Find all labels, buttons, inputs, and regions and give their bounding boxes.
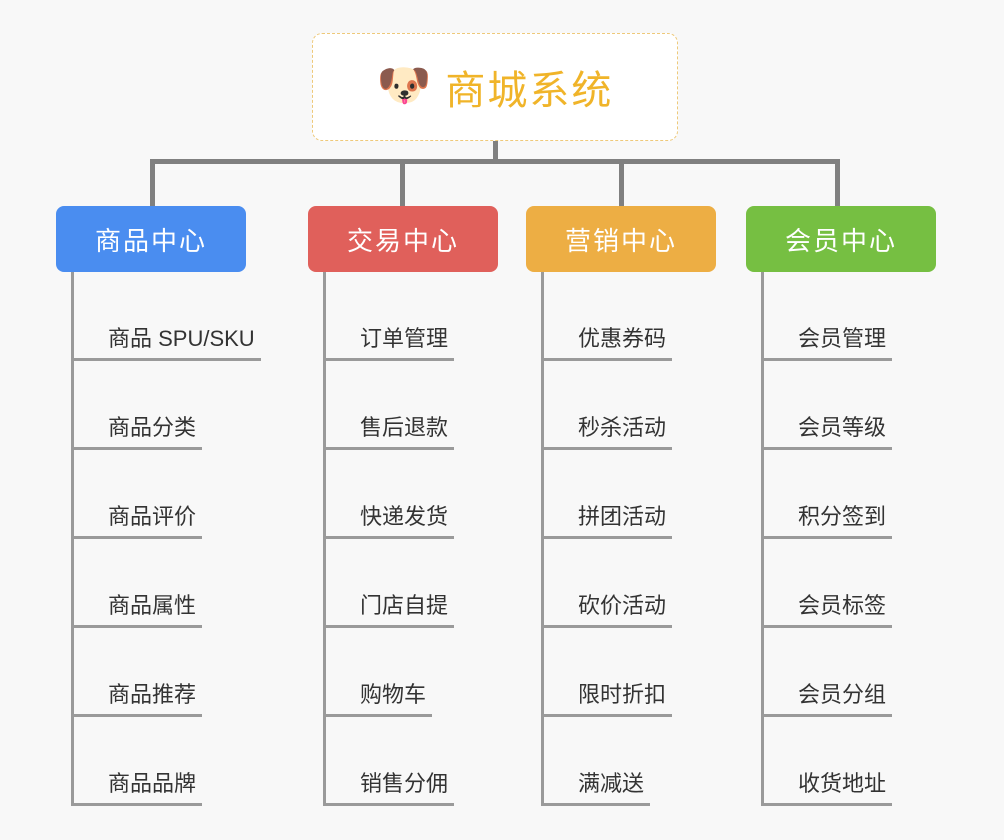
leaf-item[interactable]: 收货地址 (764, 717, 936, 806)
leaf-list-product: 商品 SPU/SKU 商品分类 商品评价 商品属性 商品推荐 商品品牌 (71, 272, 261, 806)
leaf-label: 砍价活动 (572, 592, 673, 628)
connector-drop-2 (400, 159, 405, 206)
leaf-list-marketing: 优惠券码 秒杀活动 拼团活动 砍价活动 限时折扣 满减送 (541, 272, 716, 806)
leaf-label: 会员分组 (792, 681, 893, 717)
leaf-item[interactable]: 会员等级 (764, 361, 936, 450)
leaf-item[interactable]: 限时折扣 (544, 628, 716, 717)
leaf-label: 优惠券码 (572, 325, 673, 361)
leaf-item[interactable]: 销售分佣 (326, 717, 498, 806)
leaf-label: 商品分类 (102, 414, 203, 450)
leaf-item[interactable]: 会员标签 (764, 539, 936, 628)
leaf-label: 收货地址 (792, 770, 893, 806)
category-label: 交易中心 (346, 225, 459, 256)
leaf-label: 商品 SPU/SKU (102, 325, 261, 361)
category-label: 会员中心 (784, 225, 897, 256)
connector-bus (150, 159, 840, 164)
leaf-item[interactable]: 拼团活动 (544, 450, 716, 539)
leaf-label: 会员管理 (792, 325, 893, 361)
leaf-item[interactable]: 快递发货 (326, 450, 498, 539)
connector-drop-4 (835, 159, 840, 206)
leaf-item[interactable]: 满减送 (544, 717, 716, 806)
leaf-label: 满减送 (572, 770, 651, 806)
leaf-label: 会员等级 (792, 414, 893, 450)
category-label: 商品中心 (94, 225, 207, 256)
leaf-label: 售后退款 (354, 414, 455, 450)
category-column-marketing: 营销中心 优惠券码 秒杀活动 拼团活动 砍价活动 限时折扣 满减送 (526, 206, 716, 806)
category-column-member: 会员中心 会员管理 会员等级 积分签到 会员标签 会员分组 收货地址 (746, 206, 936, 806)
connector-drop-1 (150, 159, 155, 206)
leaf-item[interactable]: 商品分类 (74, 361, 246, 450)
leaf-item[interactable]: 商品 SPU/SKU (74, 272, 261, 361)
leaf-item[interactable]: 砍价活动 (544, 539, 716, 628)
leaf-item[interactable]: 商品属性 (74, 539, 246, 628)
leaf-label: 秒杀活动 (572, 414, 673, 450)
leaf-label: 商品推荐 (102, 681, 203, 717)
leaf-label: 会员标签 (792, 592, 893, 628)
leaf-item[interactable]: 秒杀活动 (544, 361, 716, 450)
leaf-list-member: 会员管理 会员等级 积分签到 会员标签 会员分组 收货地址 (761, 272, 936, 806)
category-header-member[interactable]: 会员中心 (746, 206, 936, 272)
leaf-item[interactable]: 商品品牌 (74, 717, 246, 806)
category-header-trade[interactable]: 交易中心 (308, 206, 498, 272)
root-node[interactable]: 🐶 商城系统 (312, 33, 678, 141)
leaf-label: 积分签到 (792, 503, 893, 539)
leaf-list-trade: 订单管理 售后退款 快递发货 门店自提 购物车 销售分佣 (323, 272, 498, 806)
leaf-label: 销售分佣 (354, 770, 455, 806)
category-label: 营销中心 (564, 225, 677, 256)
leaf-item[interactable]: 商品评价 (74, 450, 246, 539)
leaf-label: 商品属性 (102, 592, 203, 628)
leaf-label: 订单管理 (354, 325, 455, 361)
leaf-label: 限时折扣 (572, 681, 673, 717)
leaf-item[interactable]: 积分签到 (764, 450, 936, 539)
leaf-item[interactable]: 订单管理 (326, 272, 498, 361)
leaf-label: 购物车 (354, 681, 433, 717)
category-header-product[interactable]: 商品中心 (56, 206, 246, 272)
connector-drop-3 (619, 159, 624, 206)
leaf-item[interactable]: 会员管理 (764, 272, 936, 361)
category-column-product: 商品中心 商品 SPU/SKU 商品分类 商品评价 商品属性 商品推荐 商品品牌 (56, 206, 261, 806)
leaf-item[interactable]: 商品推荐 (74, 628, 246, 717)
leaf-label: 拼团活动 (572, 503, 673, 539)
category-column-trade: 交易中心 订单管理 售后退款 快递发货 门店自提 购物车 销售分佣 (308, 206, 498, 806)
connector-root-stem (493, 141, 498, 163)
root-title: 商城系统 (445, 69, 614, 113)
leaf-label: 商品品牌 (102, 770, 203, 806)
leaf-label: 商品评价 (102, 503, 203, 539)
category-header-marketing[interactable]: 营销中心 (526, 206, 716, 272)
leaf-item[interactable]: 售后退款 (326, 361, 498, 450)
leaf-item[interactable]: 门店自提 (326, 539, 498, 628)
leaf-label: 快递发货 (354, 503, 455, 539)
leaf-item[interactable]: 优惠券码 (544, 272, 716, 361)
leaf-item[interactable]: 会员分组 (764, 628, 936, 717)
shiba-dog-icon: 🐶 (376, 61, 432, 110)
leaf-item[interactable]: 购物车 (326, 628, 498, 717)
leaf-label: 门店自提 (354, 592, 455, 628)
